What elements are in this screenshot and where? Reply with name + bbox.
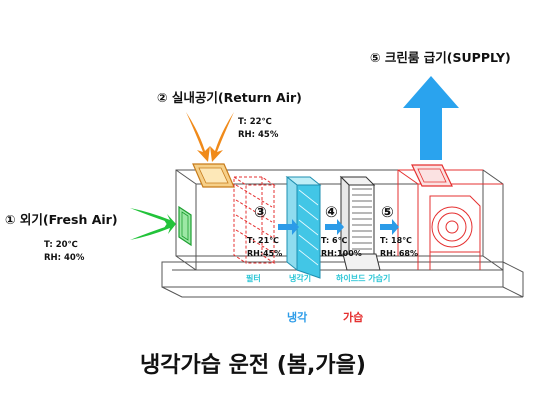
step5-temp: T: 18℃ — [380, 236, 412, 245]
legend-humid: 가습 — [343, 310, 363, 324]
fresh-air-label: ① 외기(Fresh Air) — [5, 212, 118, 227]
fresh-air-rh: RH: 40% — [44, 253, 85, 263]
step5-rh: RH: 68% — [380, 249, 418, 258]
supply-air-arrow — [403, 76, 459, 160]
fresh-air-arrow — [130, 208, 176, 240]
filter-label: 필터 — [246, 273, 261, 283]
fresh-air-temp: T: 20℃ — [44, 240, 78, 250]
supply-label: ⑤ 크린룸 급기(SUPPLY) — [370, 50, 511, 65]
return-air-temp: T: 22℃ — [238, 117, 272, 127]
step3-rh: RH:45% — [247, 249, 282, 258]
cooling-coil-label: 냉각기 — [289, 273, 311, 283]
return-air-label: ② 실내공기(Return Air) — [157, 90, 302, 105]
step3-marker: ③ — [254, 203, 267, 221]
main-title: 냉각가습 운전 (봄,가을) — [140, 353, 366, 378]
filter-element — [233, 176, 276, 264]
step4-temp: T: 6℃ — [321, 236, 348, 245]
fresh-air-damper — [178, 205, 192, 247]
internal-airflow-arrows — [278, 219, 399, 235]
legend-cooling: 냉각 — [287, 310, 307, 324]
step3-temp: T: 21℃ — [247, 236, 279, 245]
supply-fan — [429, 195, 481, 270]
return-air-arrow — [186, 112, 234, 162]
step4-marker: ④ — [325, 203, 338, 221]
humidifier-label: 하이브드 가습기 — [336, 273, 390, 283]
return-air-damper — [192, 163, 235, 188]
step5-marker: ⑤ — [381, 203, 394, 221]
return-air-rh: RH: 45% — [238, 130, 279, 140]
supply-outlet — [411, 164, 453, 187]
step4-rh: RH:100% — [321, 249, 362, 258]
